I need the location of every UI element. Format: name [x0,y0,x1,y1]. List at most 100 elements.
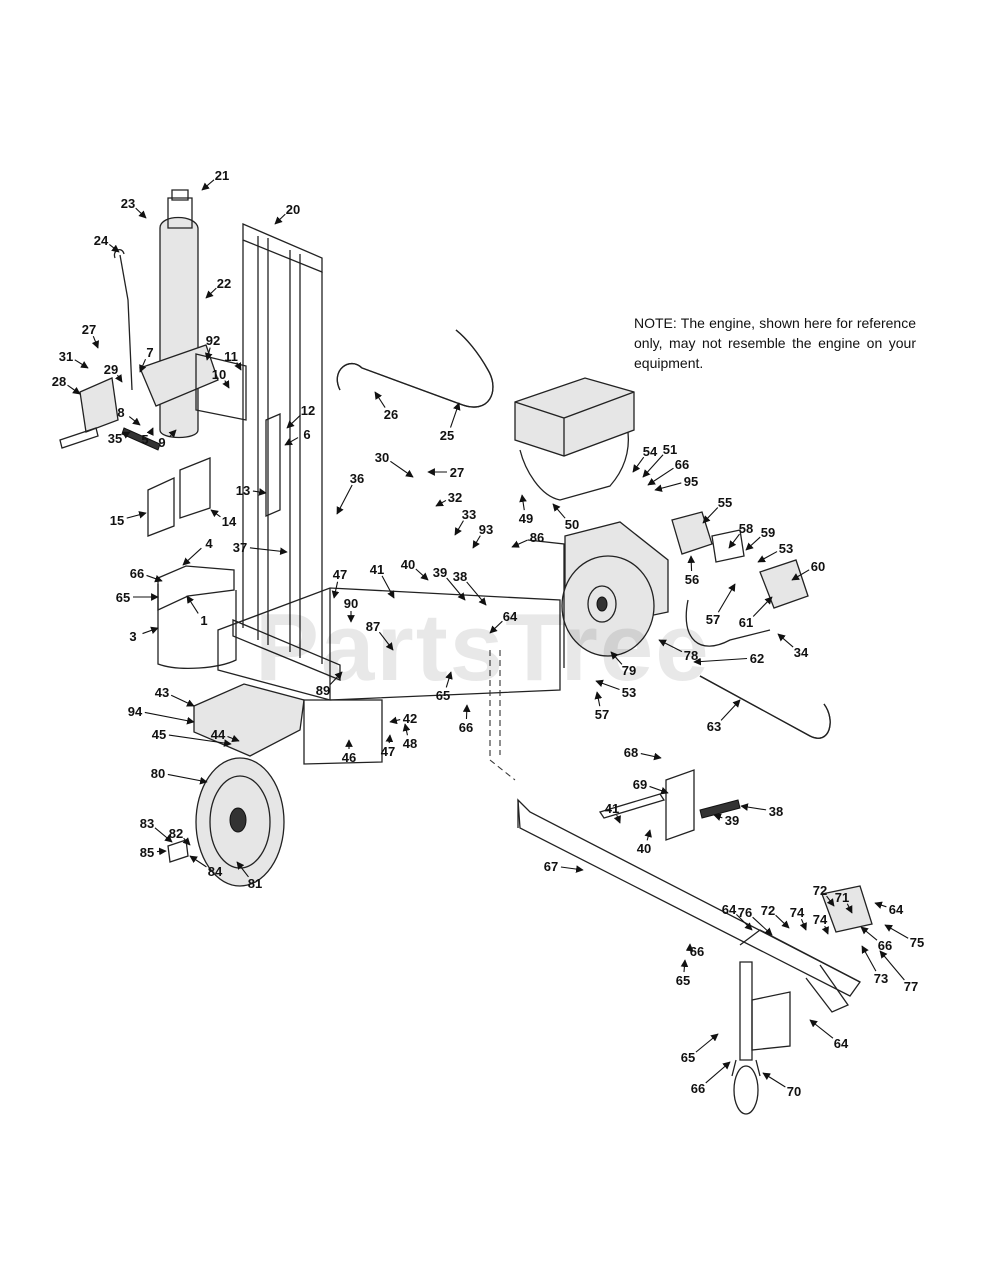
callout-66: 66 [685,943,704,959]
callout-number: 57 [595,707,609,722]
callout-38: 38 [740,803,783,819]
callout-leader [126,511,147,519]
callout-leader [826,895,835,907]
callout-58: 58 [728,521,753,549]
callout-leader [705,1061,731,1084]
callout-30: 30 [375,450,414,478]
callout-number: 74 [790,905,805,920]
callout-64: 64 [809,1019,849,1051]
log-cradle [157,565,237,670]
hydraulic-hoses [336,329,831,739]
callout-leader [454,520,464,536]
callout-leader [632,456,645,473]
callout-leader [845,903,853,914]
callout-54: 54 [632,444,658,473]
callout-leader [146,574,163,583]
callout-leader [695,1033,719,1053]
callout-number: 14 [222,514,237,529]
callout-20: 20 [274,202,300,225]
callout-23: 23 [121,196,147,219]
callout-number: 37 [233,540,247,555]
callout-number: 27 [450,465,464,480]
callout-65: 65 [676,959,690,988]
callout-68: 68 [624,745,662,761]
callout-leader [640,752,662,761]
callout-number: 65 [681,1050,695,1065]
callout-66: 66 [647,457,689,486]
callout-number: 49 [519,511,533,526]
callout-48: 48 [402,723,417,751]
callout-number: 62 [750,651,764,666]
callout-leader [613,814,621,824]
callout-number: 3 [129,629,136,644]
callout-92: 92 [204,333,220,361]
callout-leader [128,416,141,426]
callout-leader [610,651,623,665]
callout-27: 27 [82,322,99,349]
callout-leader [182,837,191,846]
callout-80: 80 [151,766,208,785]
callout-24: 24 [94,233,120,253]
callout-number: 32 [448,490,462,505]
callout-10: 10 [212,367,230,389]
callout-number: 64 [722,902,737,917]
callout-number: 56 [685,572,699,587]
watermark-text: PartsTree [255,594,711,701]
callout-number: 9 [158,435,165,450]
callout-number: 79 [622,663,636,678]
callout-72: 72 [813,883,835,907]
callout-number: 76 [738,905,752,920]
callout-33: 33 [454,507,476,536]
callout-number: 12 [301,403,315,418]
callout-leader [860,926,878,941]
callout-leader [378,631,394,651]
callout-number: 36 [350,471,364,486]
callout-number: 86 [530,530,544,545]
callout-71: 71 [835,890,853,914]
callout-number: 41 [605,801,619,816]
callout-29: 29 [104,362,123,383]
callout-number: 22 [217,276,231,291]
engine [514,377,669,668]
callout-26: 26 [374,391,398,422]
callout-number: 94 [128,704,143,719]
callout-number: 57 [706,612,720,627]
callout-number: 23 [121,196,135,211]
callout-number: 66 [130,566,144,581]
callout-64: 64 [489,609,518,634]
callout-leader [777,633,794,648]
hydraulic-pump [671,511,809,609]
callout-leader [874,901,887,909]
callout-leader [449,402,461,428]
callout-60: 60 [791,559,825,581]
callout-leader [519,494,527,511]
callout-leader [644,829,652,841]
callout-leader [489,620,503,634]
callout-number: 15 [110,513,124,528]
callout-73: 73 [861,945,888,986]
callout-leader [762,1072,786,1088]
callout-number: 1 [200,613,207,628]
callout-number: 75 [910,935,924,950]
callout-leader [168,734,232,747]
callout-65: 65 [436,671,453,703]
callout-number: 83 [140,816,154,831]
callout-81: 81 [236,861,262,891]
callout-number: 39 [725,813,739,828]
callout-53: 53 [757,541,793,563]
callout-leader [594,691,603,707]
callout-74: 74 [790,905,807,931]
callout-13: 13 [236,483,267,498]
callout-number: 7 [146,345,153,360]
callout-leader [284,437,299,446]
callout-72: 72 [761,903,790,929]
callout-32: 32 [435,490,462,507]
callout-66: 66 [860,926,892,953]
callout-leader [329,671,343,685]
callout-number: 47 [381,744,395,759]
callout-67: 67 [544,859,584,874]
callout-number: 47 [333,567,347,582]
callout-leader [861,945,877,972]
callout-number: 65 [436,688,450,703]
